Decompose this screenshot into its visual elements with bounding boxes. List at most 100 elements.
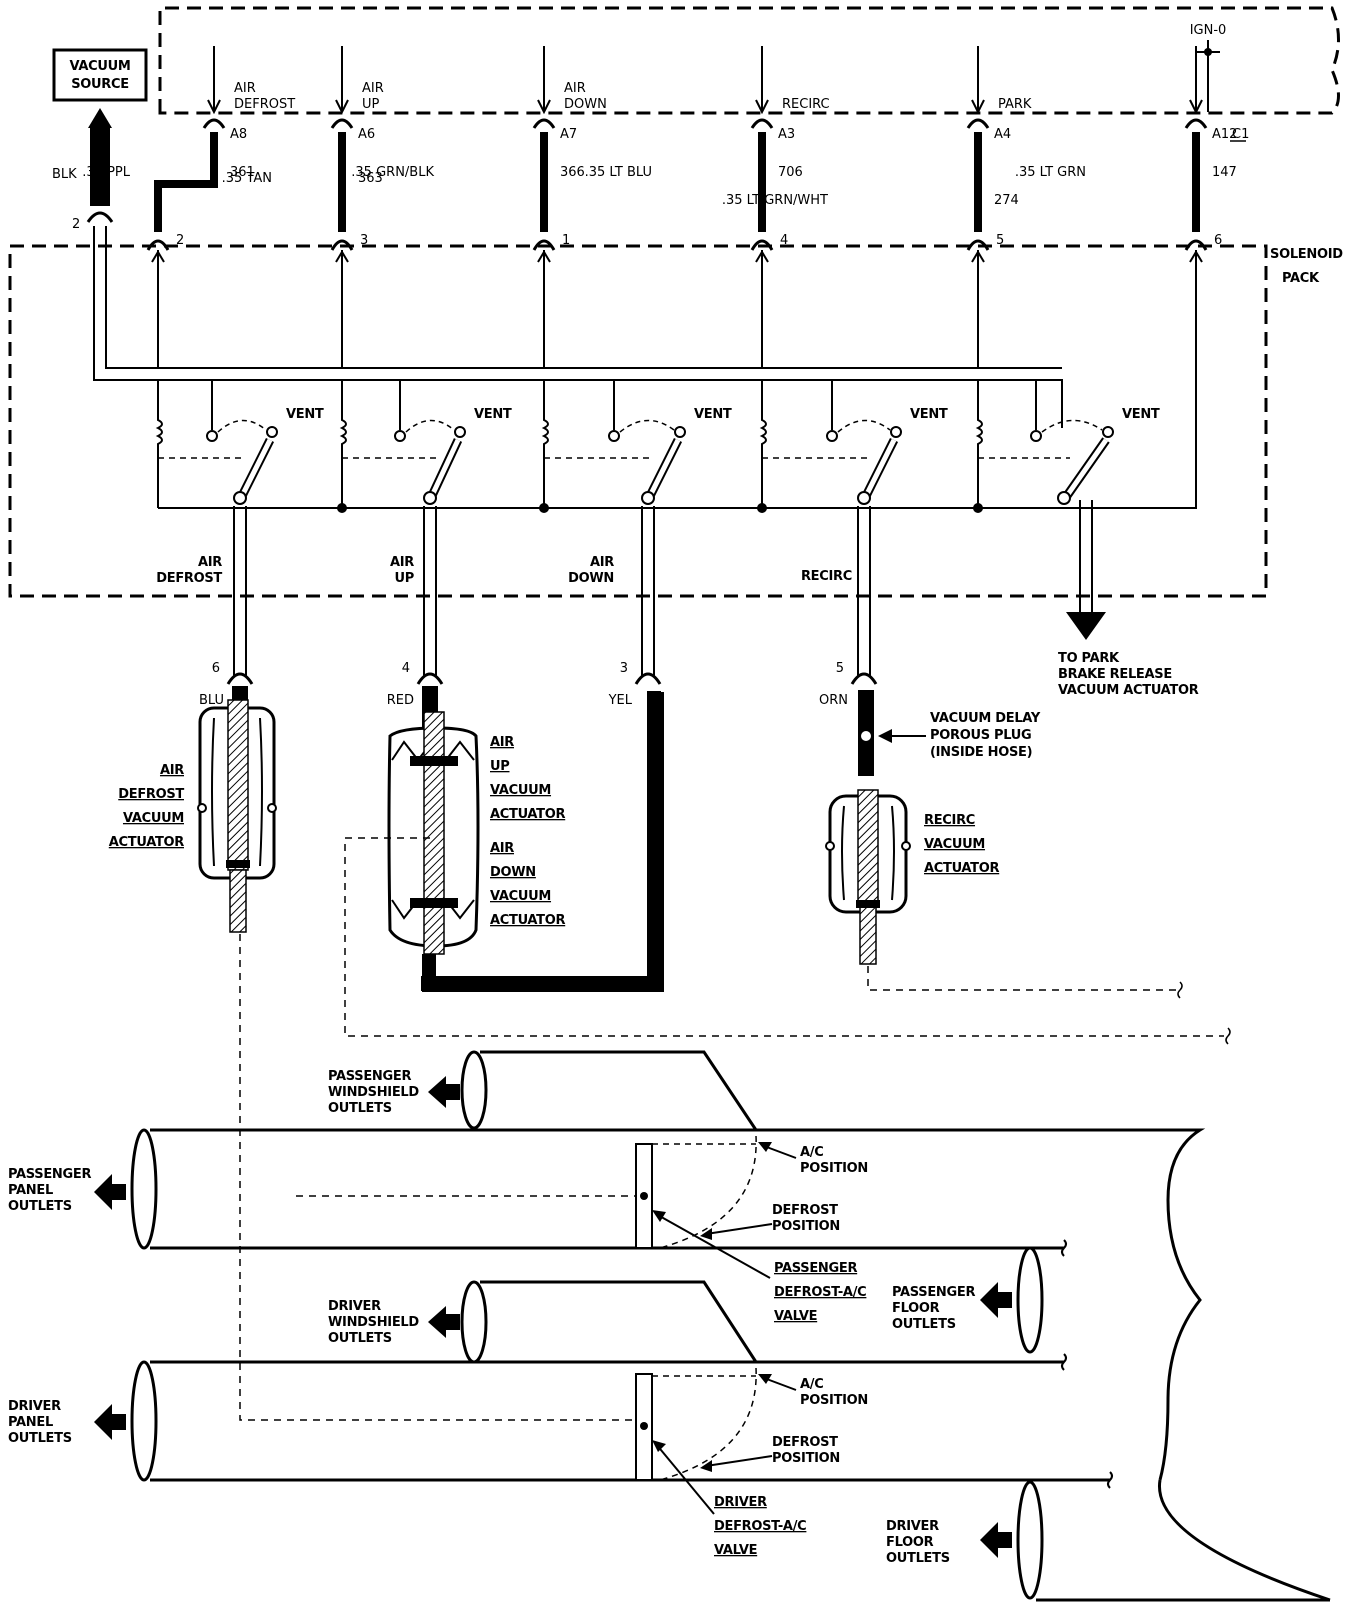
air-up-down-actuator <box>387 711 480 984</box>
valve-pivot <box>423 491 437 505</box>
drv-valve-pointer-head <box>652 1440 666 1452</box>
solenoid-coil <box>541 380 549 508</box>
circuit-number: 366 <box>560 165 585 180</box>
pass-valve-label: DEFROST-A/C <box>774 1285 866 1300</box>
drv-floor-arrow <box>980 1522 998 1558</box>
blk-hose-label: BLK <box>52 167 77 182</box>
vent-label: VENT <box>694 407 732 422</box>
pass-windshield-arrow-tail <box>446 1084 460 1100</box>
circuit-connector <box>750 118 774 129</box>
park-brake-label-2: BRAKE RELEASE <box>1058 667 1172 682</box>
circuit-connector-label: A12 <box>1212 127 1237 142</box>
air-down-actuator-label-3: VACUUM <box>490 889 551 904</box>
output-hose-color: YEL <box>608 693 633 708</box>
circuit-number: 361 <box>230 165 255 180</box>
solenoid-coil <box>155 380 163 508</box>
drv-panel-label: DRIVER <box>8 1399 61 1414</box>
drv-floor-label: OUTLETS <box>886 1551 950 1566</box>
valve-pivot <box>233 491 247 505</box>
air-up-actuator-label-3: VACUUM <box>490 783 551 798</box>
circuit-input-arrow <box>207 99 221 115</box>
blk-hose <box>90 126 110 206</box>
pass-valve-label: PASSENGER <box>774 1261 857 1276</box>
solenoid-feed-arrow <box>537 250 551 263</box>
solenoid-feed-arrow <box>971 250 985 263</box>
air-up-actuator-label: AIR <box>490 735 514 750</box>
solenoid-pin-label: 4 <box>780 233 788 248</box>
pass-floor-arrow-tail <box>998 1292 1012 1308</box>
bus-splice <box>337 503 347 513</box>
drv-panel-label: OUTLETS <box>8 1431 72 1446</box>
recirc-actuator-label: RECIRC <box>924 813 975 828</box>
output-name: AIR <box>590 555 614 570</box>
drv-floor-arrow-tail <box>998 1532 1012 1548</box>
pass-windshield-label: PASSENGER <box>328 1069 411 1084</box>
air-defrost-actuator-label-4: ACTUATOR <box>109 835 184 850</box>
output-connector <box>226 672 254 685</box>
drv-defrost-position-label: POSITION <box>772 1451 840 1466</box>
park-brake-arrow <box>1066 612 1106 640</box>
circuit-connector <box>1184 118 1208 129</box>
pass-panel-label: PANEL <box>8 1183 53 1198</box>
circuit-connector-label: A3 <box>778 127 795 142</box>
pass-defrost-pointer <box>705 1223 773 1235</box>
vent-port <box>454 426 466 438</box>
source-manifold-line-inner <box>105 226 1062 369</box>
drv-ac-position-label: POSITION <box>800 1393 868 1408</box>
valve-lever-inner <box>645 438 681 502</box>
drv-windshield-label: DRIVER <box>328 1299 381 1314</box>
valve-lever-inner <box>1061 438 1109 502</box>
valve-pivot <box>1057 491 1071 505</box>
pass-floor-label: OUTLETS <box>892 1317 956 1332</box>
solenoid-connector <box>330 239 354 251</box>
valve-pivot <box>857 491 871 505</box>
drv-windshield-arrow-tail <box>446 1314 460 1330</box>
valve-pivot <box>641 491 655 505</box>
output-pin: 6 <box>212 661 220 676</box>
air-up-linkage <box>344 837 1224 1037</box>
solenoid-port <box>826 430 838 442</box>
circuit-name-label: PARK <box>998 97 1032 112</box>
blk-hose-pin: 2 <box>72 217 80 232</box>
air-up-actuator-label-2: UP <box>490 759 509 774</box>
drv-defrost-position-label: DEFROST <box>772 1435 838 1450</box>
drv-valve-pointer <box>655 1443 715 1515</box>
circuit-input-arrow <box>1189 99 1203 115</box>
pass-defrost-position-label: DEFROST <box>772 1203 838 1218</box>
output-hose-color: RED <box>387 693 414 708</box>
pass-valve-label: VALVE <box>774 1309 817 1324</box>
drv-valve-label: DRIVER <box>714 1495 767 1510</box>
vacuum-source-label-2: SOURCE <box>71 77 129 92</box>
circuit-gauge-color: .35 GRN/BLK <box>351 165 434 180</box>
output-pin: 5 <box>836 661 844 676</box>
drv-defrost-pointer <box>705 1455 773 1467</box>
bus-splice <box>973 503 983 513</box>
pass-windshield-label: WINDSHIELD <box>328 1085 419 1100</box>
valve-travel-arc <box>837 419 891 433</box>
output-name: DOWN <box>568 571 614 586</box>
output-connector <box>634 672 662 685</box>
drv-windshield-arrow <box>428 1306 446 1338</box>
output-name: RECIRC <box>801 569 852 584</box>
drv-valve-label: DEFROST-A/C <box>714 1519 806 1534</box>
duct-assembly <box>130 1050 1331 1602</box>
valve-travel-arc <box>217 419 267 433</box>
vacuum-delay-plug <box>859 729 873 743</box>
circuit-gauge-color: .35 LT GRN/WHT <box>722 193 828 208</box>
circuit-input-arrow <box>971 99 985 115</box>
circuit-name-label: AIR <box>564 81 586 96</box>
valve-travel-arc <box>619 419 675 433</box>
pass-ac-position-label: POSITION <box>800 1161 868 1176</box>
park-brake-label-3: VACUUM ACTUATOR <box>1058 683 1199 698</box>
output-connector <box>416 672 444 685</box>
solenoid-coil <box>975 380 983 508</box>
pass-floor-arrow <box>980 1282 998 1318</box>
vacuum-source-label: VACUUM <box>69 59 130 74</box>
valve-travel-arc <box>405 419 455 433</box>
drv-panel-arrow-tail <box>112 1414 126 1430</box>
recirc-actuator-label-2: VACUUM <box>924 837 985 852</box>
vent-label: VENT <box>910 407 948 422</box>
air-defrost-actuator-label: AIR <box>160 763 184 778</box>
bus-splice <box>757 503 767 513</box>
solenoid-connector <box>750 239 774 251</box>
